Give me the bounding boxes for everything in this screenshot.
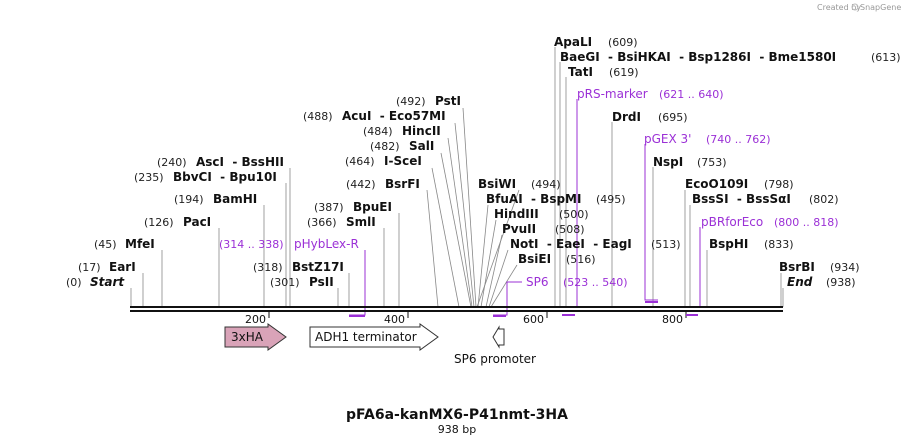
site-position: (613)	[871, 51, 901, 64]
primer-range: (523 .. 540)	[563, 276, 628, 289]
backbone	[130, 306, 783, 312]
site-label[interactable]: BsiEI	[518, 252, 551, 266]
feature-label: SP6 promoter	[454, 352, 536, 366]
primer-label[interactable]: pGEX 3'	[644, 132, 691, 146]
site-label[interactable]: BpuEI	[353, 200, 392, 214]
site-position: (695)	[658, 111, 688, 124]
site-position: (494)	[531, 178, 561, 191]
site-label[interactable]: BstZ17I	[292, 260, 344, 274]
site-label[interactable]: BsrBI	[779, 260, 815, 274]
site-position: (513)	[651, 238, 681, 251]
site-label[interactable]: BssSI - BssSαI	[692, 192, 791, 206]
site-label[interactable]: BaeGI - BsiHKAI - Bsp1286I - Bme1580I	[560, 50, 836, 64]
tick-label: 200	[245, 313, 266, 326]
credit-text: Created by	[817, 3, 861, 12]
site-position: (194)	[174, 193, 204, 206]
site-label[interactable]: ApaLI	[554, 35, 592, 49]
site-position: (934)	[830, 261, 860, 274]
site-label[interactable]: HincII	[402, 124, 441, 138]
feature-3xha[interactable]: 3xHA	[224, 323, 287, 351]
site-label[interactable]: NspI	[653, 155, 683, 169]
primer-range: (621 .. 640)	[659, 88, 724, 101]
site-label[interactable]: BspHI	[709, 237, 748, 251]
site-position: (301)	[270, 276, 300, 289]
site-position: (0)	[66, 276, 82, 289]
site-position: (17)	[78, 261, 101, 274]
primer-range: (740 .. 762)	[706, 133, 771, 146]
site-label[interactable]: BsrFI	[385, 177, 420, 191]
site-label[interactable]: HindIII	[494, 207, 539, 221]
site-position: (492)	[396, 95, 426, 108]
site-position: (802)	[809, 193, 839, 206]
primer-label[interactable]: pBRforEco	[701, 215, 763, 229]
primer-range: (314 .. 338)	[219, 238, 284, 251]
site-label[interactable]: EarI	[109, 260, 136, 274]
site-label[interactable]: BfuAI - BspMI	[486, 192, 581, 206]
site-label[interactable]: I-SceI	[384, 154, 422, 168]
brand-text: SnapGene	[860, 3, 901, 12]
tick-label: 600	[523, 313, 544, 326]
scale-ticks	[268, 311, 687, 318]
site-position: (753)	[697, 156, 727, 169]
site-position: (366)	[307, 216, 337, 229]
site-position: (508)	[555, 223, 585, 236]
site-position: (833)	[764, 238, 794, 251]
site-label[interactable]: MfeI	[125, 237, 155, 251]
site-label[interactable]: BamHI	[213, 192, 257, 206]
feature-adh1-terminator[interactable]: ADH1 terminator	[309, 323, 439, 351]
feature-label: 3xHA	[231, 330, 264, 344]
site-position: (318)	[253, 261, 283, 274]
site-label[interactable]: SalI	[409, 139, 434, 153]
site-label[interactable]: BsiWI	[478, 177, 516, 191]
site-position: (495)	[596, 193, 626, 206]
snapgene-logo-icon	[851, 3, 859, 11]
tick-label: 800	[662, 313, 683, 326]
site-position: (240)	[157, 156, 187, 169]
site-connector-lines	[130, 47, 784, 308]
site-position: (488)	[303, 110, 333, 123]
site-label[interactable]: DrdI	[612, 110, 641, 124]
primer-label[interactable]: pHybLex-R	[294, 237, 359, 251]
site-label[interactable]: PvuII	[502, 222, 536, 236]
site-position: (464)	[345, 155, 375, 168]
site-label[interactable]: Start	[90, 275, 125, 289]
site-label[interactable]: AscI - BssHII	[196, 155, 284, 169]
site-position: (619)	[609, 66, 639, 79]
site-label[interactable]: NotI - EaeI - EagI	[510, 237, 632, 251]
site-position: (798)	[764, 178, 794, 191]
site-position: (126)	[144, 216, 174, 229]
feature-label: ADH1 terminator	[315, 330, 417, 344]
site-label[interactable]: BbvCI - Bpu10I	[173, 170, 277, 184]
site-position: (235)	[134, 171, 164, 184]
site-position: (387)	[314, 201, 344, 214]
site-position: (442)	[346, 178, 376, 191]
site-position: (500)	[559, 208, 589, 221]
site-label[interactable]: AcuI - Eco57MI	[342, 109, 446, 123]
plasmid-title: pFA6a-kanMX6-P41nmt-3HA	[346, 407, 568, 423]
site-label[interactable]: PsII	[309, 275, 334, 289]
site-label[interactable]: End	[787, 275, 813, 289]
plasmid-length: 938 bp	[438, 423, 476, 436]
site-label[interactable]: SmlI	[346, 215, 376, 229]
site-label[interactable]: TatI	[568, 65, 593, 79]
site-position: (45)	[94, 238, 117, 251]
site-position: (482)	[370, 140, 400, 153]
site-position: (484)	[363, 125, 393, 138]
site-label[interactable]: PstI	[435, 94, 461, 108]
primer-label[interactable]: SP6	[526, 275, 549, 289]
primer-label[interactable]: pRS-marker	[577, 87, 648, 101]
site-position: (938)	[826, 276, 856, 289]
site-position: (609)	[608, 36, 638, 49]
tick-label: 400	[384, 313, 405, 326]
feature-sp6-promoter[interactable]: SP6 promoter	[454, 325, 536, 366]
site-position: (516)	[566, 253, 596, 266]
site-label[interactable]: PacI	[183, 215, 211, 229]
primer-range: (800 .. 818)	[774, 216, 839, 229]
site-label[interactable]: EcoO109I	[685, 177, 748, 191]
primer-marks	[349, 301, 698, 317]
